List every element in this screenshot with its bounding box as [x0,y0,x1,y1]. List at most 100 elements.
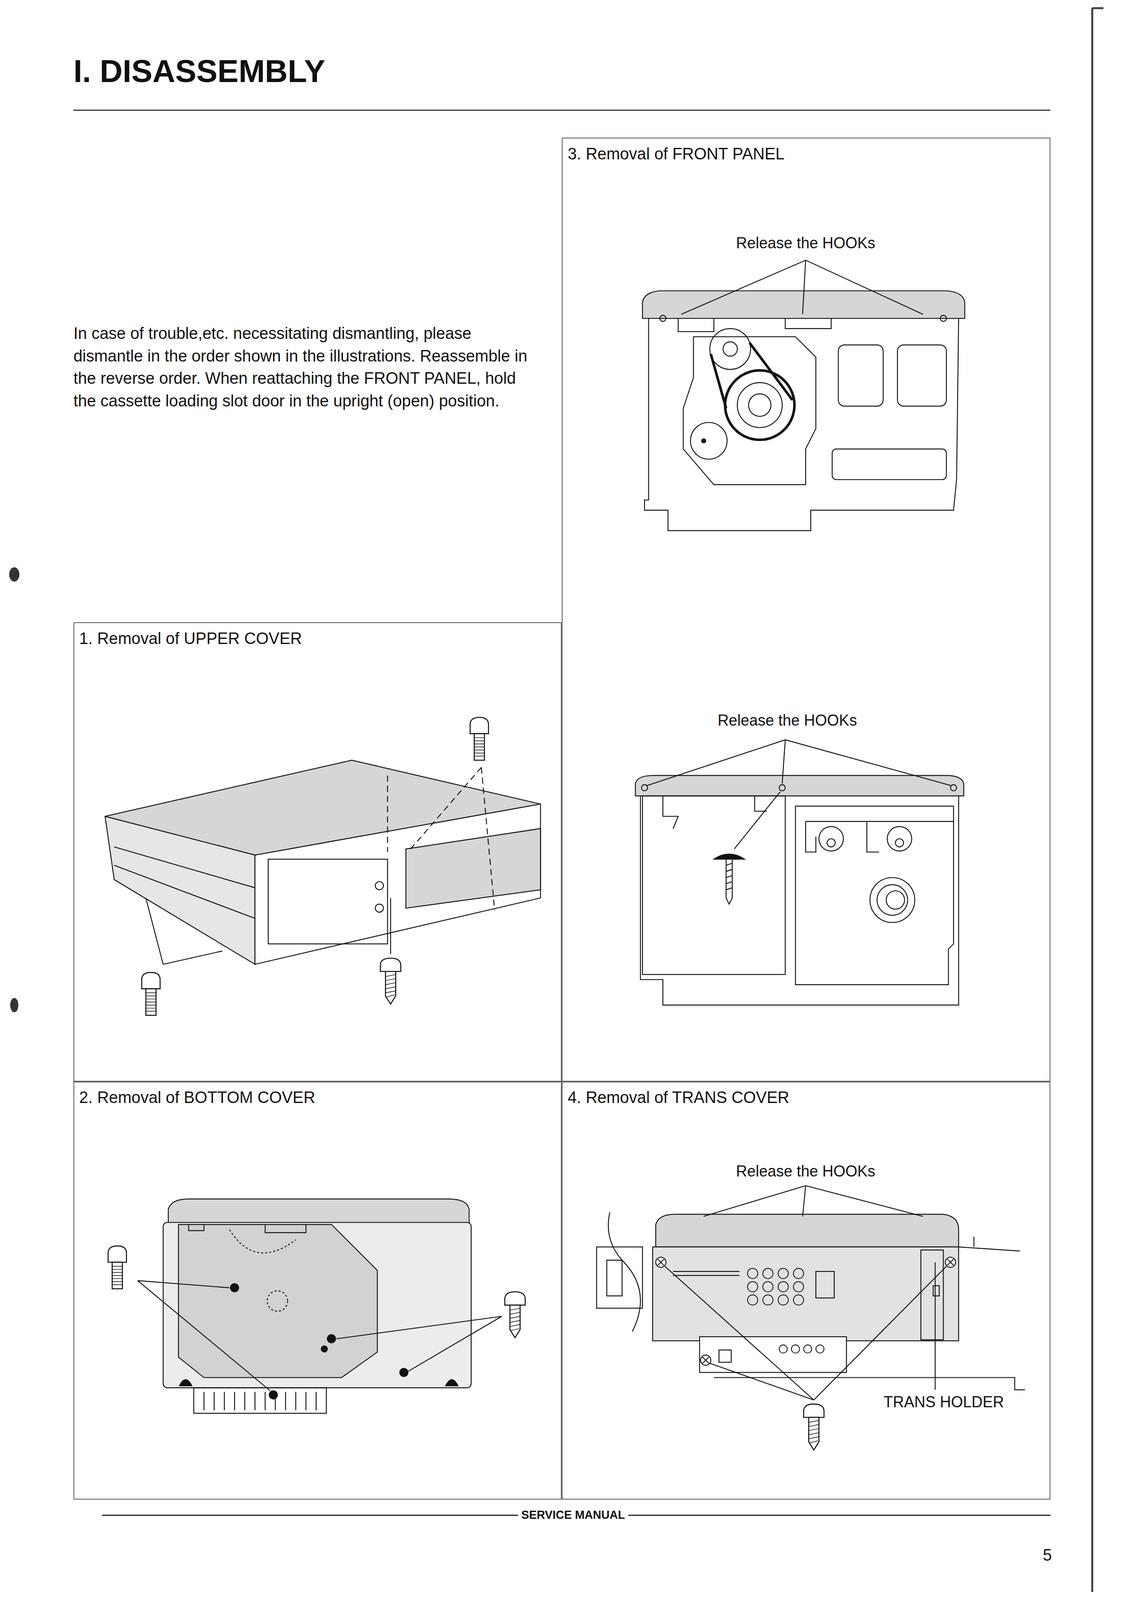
trans-cover-figure-part-part [779,1344,788,1353]
bottom-cover-figure-part [193,1387,327,1413]
front-panel-figure-top-part [723,341,738,356]
step-panel: 2. Removal of BOTTOM COVER [73,1081,563,1500]
front-panel-figure-bottom-part [869,876,915,922]
front-panel-figure-bottom-part [726,858,733,904]
trans-cover-figure-part [703,1185,923,1217]
front-panel-figure-bottom-part [895,838,904,847]
bottom-cover-figure-part [108,1245,127,1288]
front-panel-figure-bottom-part [640,795,959,1005]
front-panel-figure-top-part [897,344,947,406]
trans-cover-figure-part-part [793,1294,804,1305]
trans-cover-figure-part [920,1249,944,1340]
trans-cover-figure-part-part [778,1294,789,1305]
front-panel-figure-top-part [748,393,772,417]
trans-cover-figure-part [673,1270,740,1276]
front-panel-figure-top-part [678,318,832,332]
bottom-cover-figure-part [269,1390,278,1399]
front-panel-figure-top-part [940,315,947,322]
trans-cover-figure-part [606,1259,622,1296]
front-panel-figure-bottom-part [726,862,733,890]
step-heading: 3. Removal of FRONT PANEL [562,138,789,170]
trans-cover-figure-part-part [793,1267,804,1279]
trans-cover-figure-part-part [747,1294,758,1305]
bottom-cover-figure-part [203,1391,317,1410]
front-panel-figure-top-part [683,336,816,485]
front-panel-figure-top-part [681,260,924,315]
trans-cover-figure-part [655,1213,959,1247]
step-panel: 1. Removal of UPPER COVER [73,621,563,1081]
upper-cover-figure-part [375,903,384,913]
trans-cover-figure-part [803,1403,825,1450]
bottom-cover-figure-part [327,1334,336,1343]
front-panel-figure-bottom-part [734,791,781,849]
front-panel-figure-top-part [659,315,666,322]
scan-edge-part [10,997,19,1012]
front-panel-figure-top-part [724,370,795,440]
trans-cover-figure-part [596,1246,643,1308]
trans-cover-figure-part-part [778,1281,789,1292]
upper-cover-figure-part [387,775,388,852]
front-panel-figure-bottom-part [635,775,964,796]
bottom-cover-figure-part [445,1378,458,1385]
front-panel-figure-bottom-part [662,795,768,828]
front-panel-figure-bottom-part [805,821,954,852]
scan-edge [8,8,1104,1592]
upper-cover-figure-part [407,767,482,852]
trans-cover-figure-part [657,1258,664,1265]
front-panel-figure-top-part [709,328,751,370]
trans-cover-figure-part [932,1285,939,1296]
trans-cover-figure-part-part [762,1281,774,1292]
front-panel-figure-bottom-part [886,890,905,910]
trans-cover-figure-part [652,1246,959,1341]
upper-cover-figure-part [481,767,495,910]
step-heading: 2. Removal of BOTTOM COVER [74,1082,320,1113]
trans-cover-figure-part [945,1256,956,1267]
bottom-cover-figure-part [336,1315,502,1371]
front-panel-figure-bottom-part [646,739,952,786]
front-panel-figure-top-part [737,382,783,428]
upper-cover-figure-part [375,881,384,890]
trans-cover-figure-part-part [778,1267,789,1279]
front-panel-figure-bottom-part [779,784,786,791]
bottom-cover-figure-part [230,1283,239,1292]
trans-cover-figure-part [665,1265,947,1400]
bottom-cover-figure-part [188,1223,307,1232]
trans-cover-figure-part [947,1258,954,1265]
trans-cover-figure [596,1185,1026,1450]
front-panel-figure-bottom-part [876,884,908,915]
front-panel-figure-bottom-part [642,795,786,974]
trans-cover-figure-part-part [791,1344,800,1353]
part-name: TRANS HOLDER [879,1392,1008,1411]
front-panel-figure-bottom-part [887,826,912,851]
upper-cover-figure-part [255,803,541,965]
upper-cover-figure-part [145,897,223,964]
upper-cover-figure-part [114,846,255,918]
page-number: 5 [1042,1545,1052,1565]
front-panel-figure-top-part [710,342,793,408]
trans-cover-figure-part-part [793,1281,804,1292]
trans-cover-figure-part-part [815,1344,825,1353]
trans-cover-figure-part [655,1256,666,1267]
trans-cover-figure-part-part [762,1267,774,1279]
trans-cover-figure-part [815,1270,835,1298]
bottom-cover-figure-part [399,1367,408,1376]
bottom-cover-figure-part [163,1222,472,1388]
hook-note: Release the HOOKs [732,233,879,253]
trans-cover-figure-part [608,1211,641,1332]
upper-cover-figure-part [390,897,391,954]
trans-cover-figure-part [700,1354,711,1365]
title-rule [73,109,1051,111]
trans-cover-figure-part [718,1349,732,1362]
hook-note: Release the HOOKs [732,1161,879,1180]
upper-cover-figure-part [405,828,541,908]
front-panel-figure-bottom-part [795,805,954,985]
upper-cover-figure-part [105,815,256,964]
step-panel: 3. Removal of FRONT PANEL [561,137,1051,1081]
step-panel: 4. Removal of TRANS COVER [561,1081,1051,1500]
trans-cover-figure-part [702,1356,709,1363]
scan-edge-part [8,567,20,582]
upper-cover-figure [105,717,541,1015]
trans-cover-figure-part [747,1267,825,1353]
